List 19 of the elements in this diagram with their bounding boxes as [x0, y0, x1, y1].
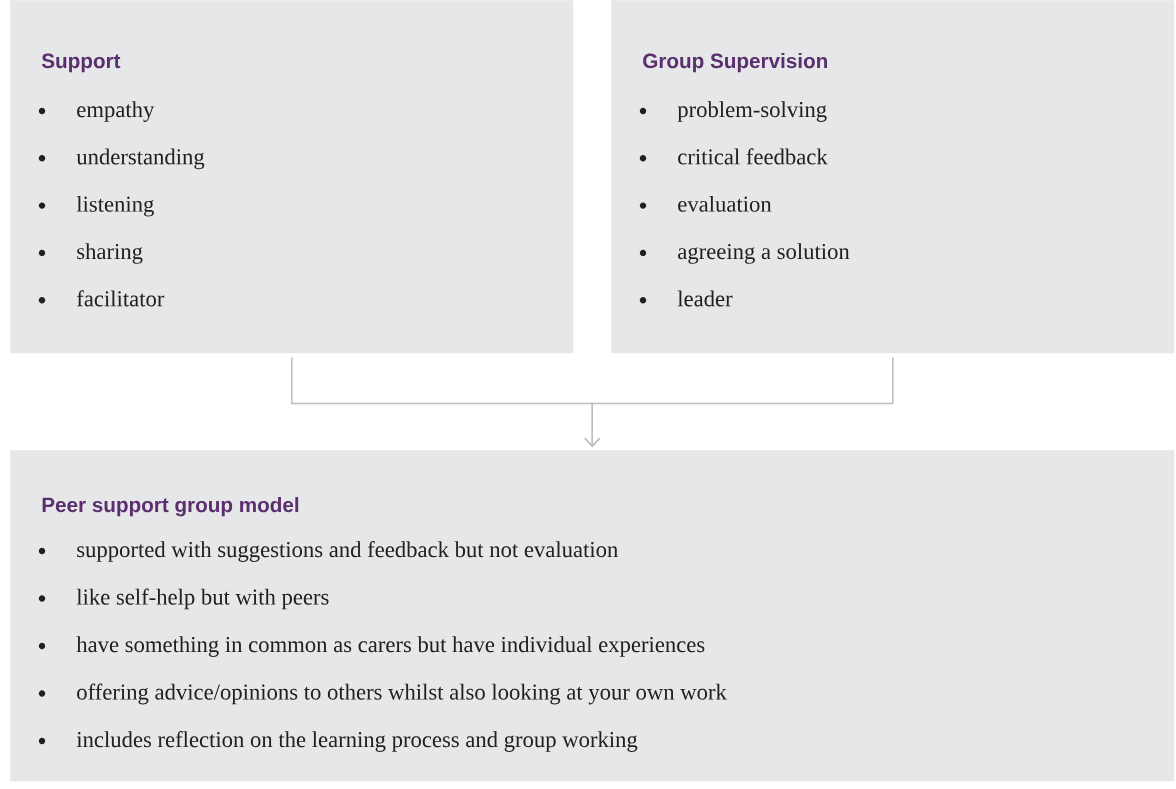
bullet-item: listening: [38, 195, 154, 217]
bullet-item: critical feedback: [639, 148, 828, 165]
bullet-item: have something in common as carers but have individual experiences: [38, 636, 705, 657]
bullet-item: empathy: [38, 101, 155, 122]
bullet-item: evaluation: [639, 195, 772, 212]
bullet-item: offering advice/opinions to others whilst also looking at your own work: [38, 683, 727, 705]
connector-arrow: [584, 356, 894, 448]
bullet-item: understanding: [38, 148, 205, 170]
bullet-item: like self-help but with peers: [38, 588, 329, 610]
bullet-item: leader: [639, 290, 733, 307]
bullet-item: supported with suggestions and feedback but not evaluation: [38, 541, 618, 562]
box-heading: Support: [41, 53, 121, 73]
box-heading: Group Supervision: [643, 53, 827, 73]
bullet-item: problem-solving: [639, 101, 827, 122]
bullet-item: sharing: [38, 243, 143, 264]
bullet-item: facilitator: [38, 290, 165, 307]
box-heading: Peer support group model: [42, 497, 299, 517]
bullet-item: includes reflection on the learning process and group working: [38, 731, 638, 752]
bullet-item: agreeing a solution: [639, 243, 850, 264]
